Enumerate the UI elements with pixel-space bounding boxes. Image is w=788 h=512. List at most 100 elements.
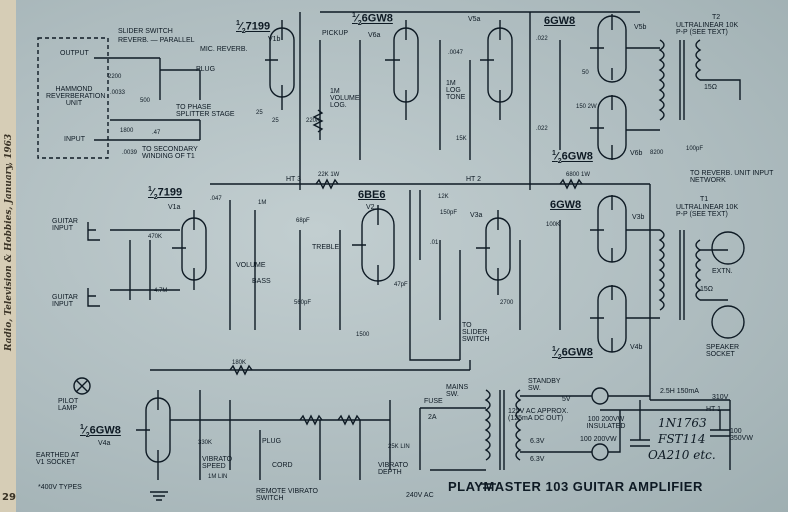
tube-v1b-type: 7199 [245,20,271,33]
hv-winding-label: 125V AC APPROX. (125mA DC OUT) [508,408,569,422]
plug-label: PLUG [196,66,216,73]
tube-v4a-symbol [136,390,171,480]
vibrato-speed-label: VIBRATO SPEED [202,456,233,470]
t1-label: T1 [700,196,709,203]
tube-v2-section: V2 [366,204,375,211]
tube-v5b-symbol [590,14,627,83]
bass-label: BASS [252,278,271,285]
volume-label: VOLUME [236,262,266,269]
earthed-note: EARTHED AT V1 SOCKET [36,452,80,466]
socket-speaker [711,305,745,339]
bottom-rail [150,360,471,371]
hv-5v-label: 5V [562,396,571,403]
tube-v3a-section: V3a [470,212,483,219]
c-68pf: 68pF [296,218,310,224]
cord-label: CORD [272,462,293,469]
tube-v6a-symbol [385,20,419,120]
r-1800: 1800 [120,128,134,134]
vibrato-depth-label: VIBRATO DEPTH [378,462,409,476]
mic-reverb-label: MIC. REVERB. [200,46,248,53]
vibrato-switch-label: REMOTE VIBRATO SWITCH [256,488,318,502]
slider-switch-label: SLIDER SWITCH [118,28,173,35]
ht3-label: HT 3 [286,176,302,183]
margin-strip [0,0,16,512]
secondary-winding-label: TO SECONDARY WINDING OF T1 [142,146,198,160]
r-1m-lin: 1M LIN [208,474,228,480]
r-12k: 12K [438,194,449,200]
r-180k: 180K [232,360,247,366]
mid-rail [409,190,461,361]
r-500: 500 [140,98,151,104]
c-25-cathode: 25 [272,118,279,124]
r-50: 50 [582,70,589,76]
diode-bottom [591,443,609,461]
ht2-label: HT 2 [466,176,482,183]
c-022-top: .022 [536,36,548,42]
power-transformer-symbol [484,389,522,470]
pilot-lamp-label: PILOT LAMP [58,398,79,412]
top-rail [299,11,640,190]
tube-v1a-type: 7199 [157,186,183,199]
tube-v5b-section: V5b [634,24,647,31]
tube-v6b-symbol [590,95,627,160]
cap-100-350: 100 350VW [730,428,753,442]
tube-v6a-type: 6GW8 [361,12,393,25]
tube-v5a-symbol [480,20,513,120]
c-47: .47 [152,130,161,136]
tube-v4a-section: V4a [98,440,111,447]
tube-v6b-section: V6b [630,150,643,157]
slider-switch-2-label: TO SLIDER SWITCH [462,322,490,343]
treble-label: TREBLE [312,244,340,251]
tube-v2-label: 6BE6 [358,189,386,201]
reverb-output-label: OUTPUT [60,50,89,57]
tube-v4b-section: V4b [630,344,643,351]
tube-v3b-label: 6GW8 [550,199,582,211]
tube-v6a-label: 1⁄26GW8 [352,12,393,27]
tube-v5b-label: 6GW8 [544,15,576,27]
phase-splitter-label: TO PHASE SPLITTER STAGE [176,104,235,118]
c-47pf: 47pF [394,282,408,288]
ht1-label: HT 1 [706,406,722,413]
tube-v5a-section: V5a [468,16,481,23]
standby-sw-label: STANDBY SW. [528,378,561,392]
v310-label: 310V [712,394,729,401]
reverb-box [37,37,109,159]
c-150pf: 150pF [440,210,458,216]
r-330k: 330K [198,440,213,446]
fuse-label: FUSE [424,398,443,405]
resistor-470k-b [337,414,361,426]
socket-extn [711,231,745,265]
transformer-t1-symbol [626,229,728,320]
heater-1-label: 6.3V [530,438,545,445]
tube-v1b-label: 1⁄27199 [236,20,271,35]
guitar-jack-2 [87,288,100,307]
c-047: .047 [210,196,222,202]
r-8200: 8200 [650,150,664,156]
c-25: 25 [256,110,263,116]
resistor-22k-1w [315,178,339,190]
guitar-input-2-label: GUITAR INPUT [52,294,78,308]
t2-label: T2 [712,14,721,21]
tube-v3a-symbol [476,210,511,295]
resistor-470k-a [299,414,323,426]
r-6800-1w: 6800 1W [566,172,591,178]
diode-oa210: OA210 etc. [648,448,716,462]
ac-input-label: 240V AC [406,492,434,499]
pickup-label: PICKUP [322,30,349,37]
schematic-title: PLAYMASTER 103 GUITAR AMPLIFIER [448,479,703,494]
reverb-input-label: INPUT [64,136,85,143]
tube-v4a-label: 1⁄26GW8 [80,424,121,439]
r-2700: 2700 [500,300,514,306]
tube-v6a-section: V6a [368,32,381,39]
r-4-7m: 4.7M [154,288,168,294]
tube-v3b-section: V3b [632,214,645,221]
resistor-220k-top [312,109,324,133]
ohm-15-t1: 15Ω [700,286,714,293]
r-100k: 100K [546,222,561,228]
heater-2-label: 6.3V [530,456,545,463]
r-470k: 470K [148,234,163,240]
note-400v: *400V TYPES [38,484,82,491]
diode-1n1763: 1N1763 [658,416,707,430]
c-100pf: 100pF [686,146,704,152]
